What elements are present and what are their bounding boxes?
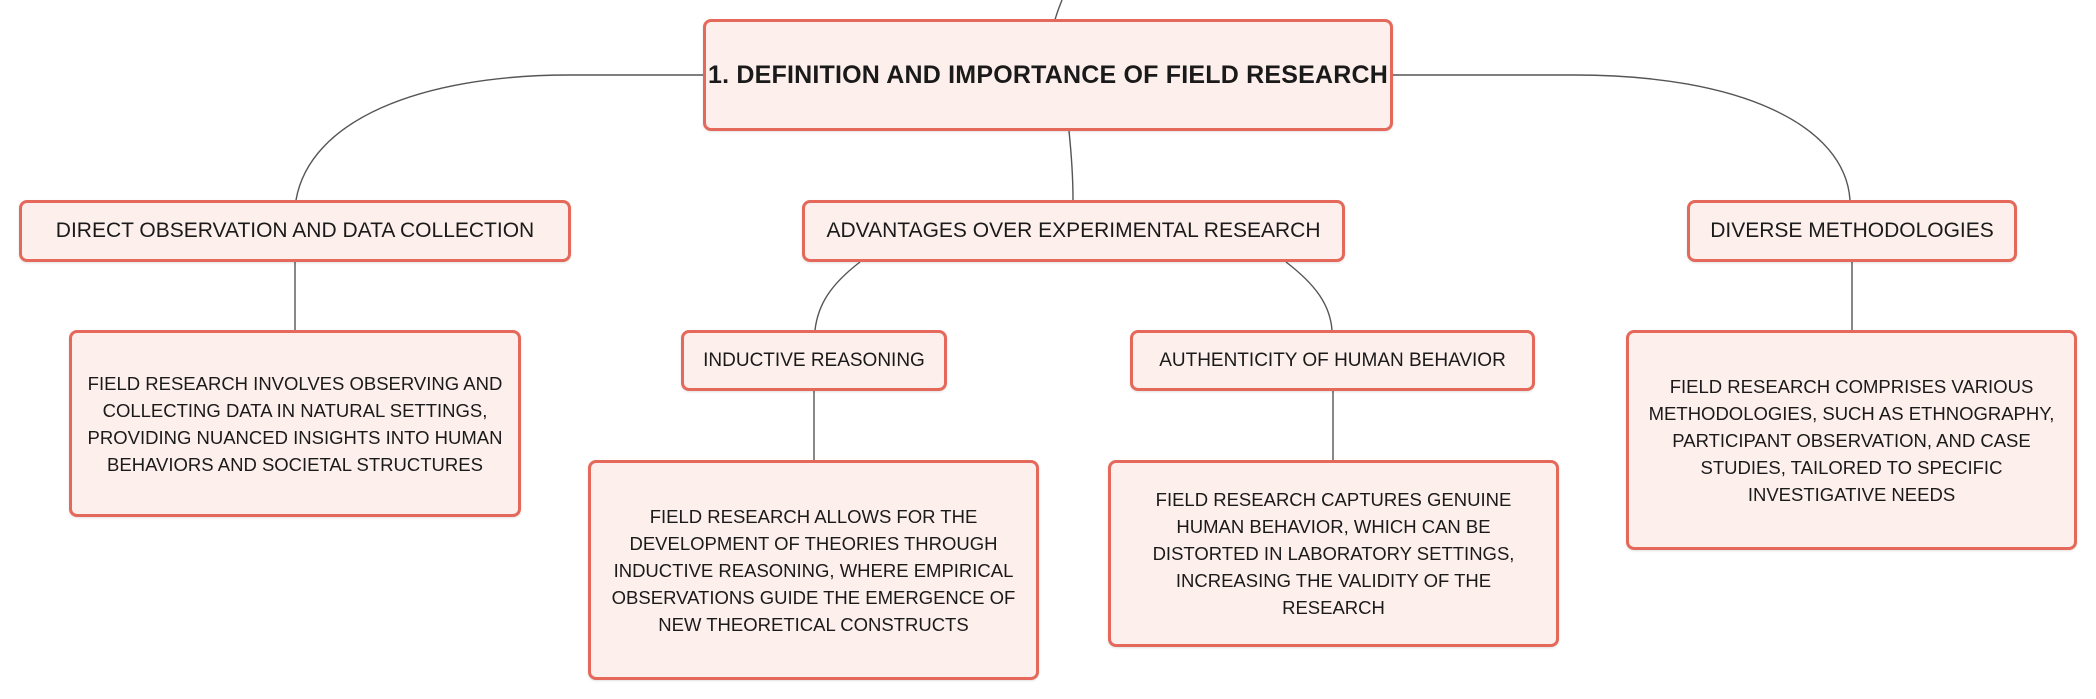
topic-direct-observation-label: DIRECT OBSERVATION AND DATA COLLECTION — [55, 219, 535, 242]
topic-advantages[interactable]: ADVANTAGES OVER EXPERIMENTAL RESEARCH — [802, 200, 1345, 262]
detail-authenticity[interactable]: FIELD RESEARCH CAPTURES GENUINE HUMAN BE… — [1108, 460, 1559, 647]
root-topic-node[interactable]: 1. DEFINITION AND IMPORTANCE OF FIELD RE… — [703, 19, 1393, 131]
topic-diverse-methodologies[interactable]: DIVERSE METHODOLOGIES — [1687, 200, 2017, 262]
topic-inductive-reasoning[interactable]: INDUCTIVE REASONING — [681, 330, 947, 391]
detail-diverse-methodologies[interactable]: FIELD RESEARCH COMPRISES VARIOUS METHODO… — [1626, 330, 2077, 550]
connector-advantages-authenticity — [1285, 261, 1333, 331]
topic-authenticity-label: AUTHENTICITY OF HUMAN BEHAVIOR — [1159, 349, 1506, 371]
detail-inductive-reasoning-text: FIELD RESEARCH ALLOWS FOR THE DEVELOPMEN… — [611, 505, 1016, 635]
topic-diverse-methodologies-label: DIVERSE METHODOLOGIES — [1710, 219, 1994, 242]
detail-diverse-methodologies-text: FIELD RESEARCH COMPRISES VARIOUS METHODO… — [1648, 375, 2055, 505]
connector-root-advantages — [1068, 130, 1074, 201]
topic-authenticity[interactable]: AUTHENTICITY OF HUMAN BEHAVIOR — [1130, 330, 1535, 391]
connector-advantages-inductive — [814, 261, 861, 331]
detail-authenticity-text: FIELD RESEARCH CAPTURES GENUINE HUMAN BE… — [1152, 489, 1515, 618]
detail-direct-observation-text: FIELD RESEARCH INVOLVES OBSERVING AND CO… — [87, 372, 503, 475]
topic-direct-observation[interactable]: DIRECT OBSERVATION AND DATA COLLECTION — [19, 200, 571, 262]
root-topic-label: 1. DEFINITION AND IMPORTANCE OF FIELD RE… — [707, 60, 1389, 89]
connector-root-methodologies — [1393, 74, 1851, 201]
connector-root-parent — [1054, 0, 1063, 21]
topic-inductive-reasoning-label: INDUCTIVE REASONING — [703, 349, 925, 371]
detail-direct-observation[interactable]: FIELD RESEARCH INVOLVES OBSERVING AND CO… — [69, 330, 521, 517]
connector-root-direct-observation — [295, 74, 703, 201]
topic-advantages-label: ADVANTAGES OVER EXPERIMENTAL RESEARCH — [826, 219, 1321, 242]
detail-inductive-reasoning[interactable]: FIELD RESEARCH ALLOWS FOR THE DEVELOPMEN… — [588, 460, 1039, 680]
